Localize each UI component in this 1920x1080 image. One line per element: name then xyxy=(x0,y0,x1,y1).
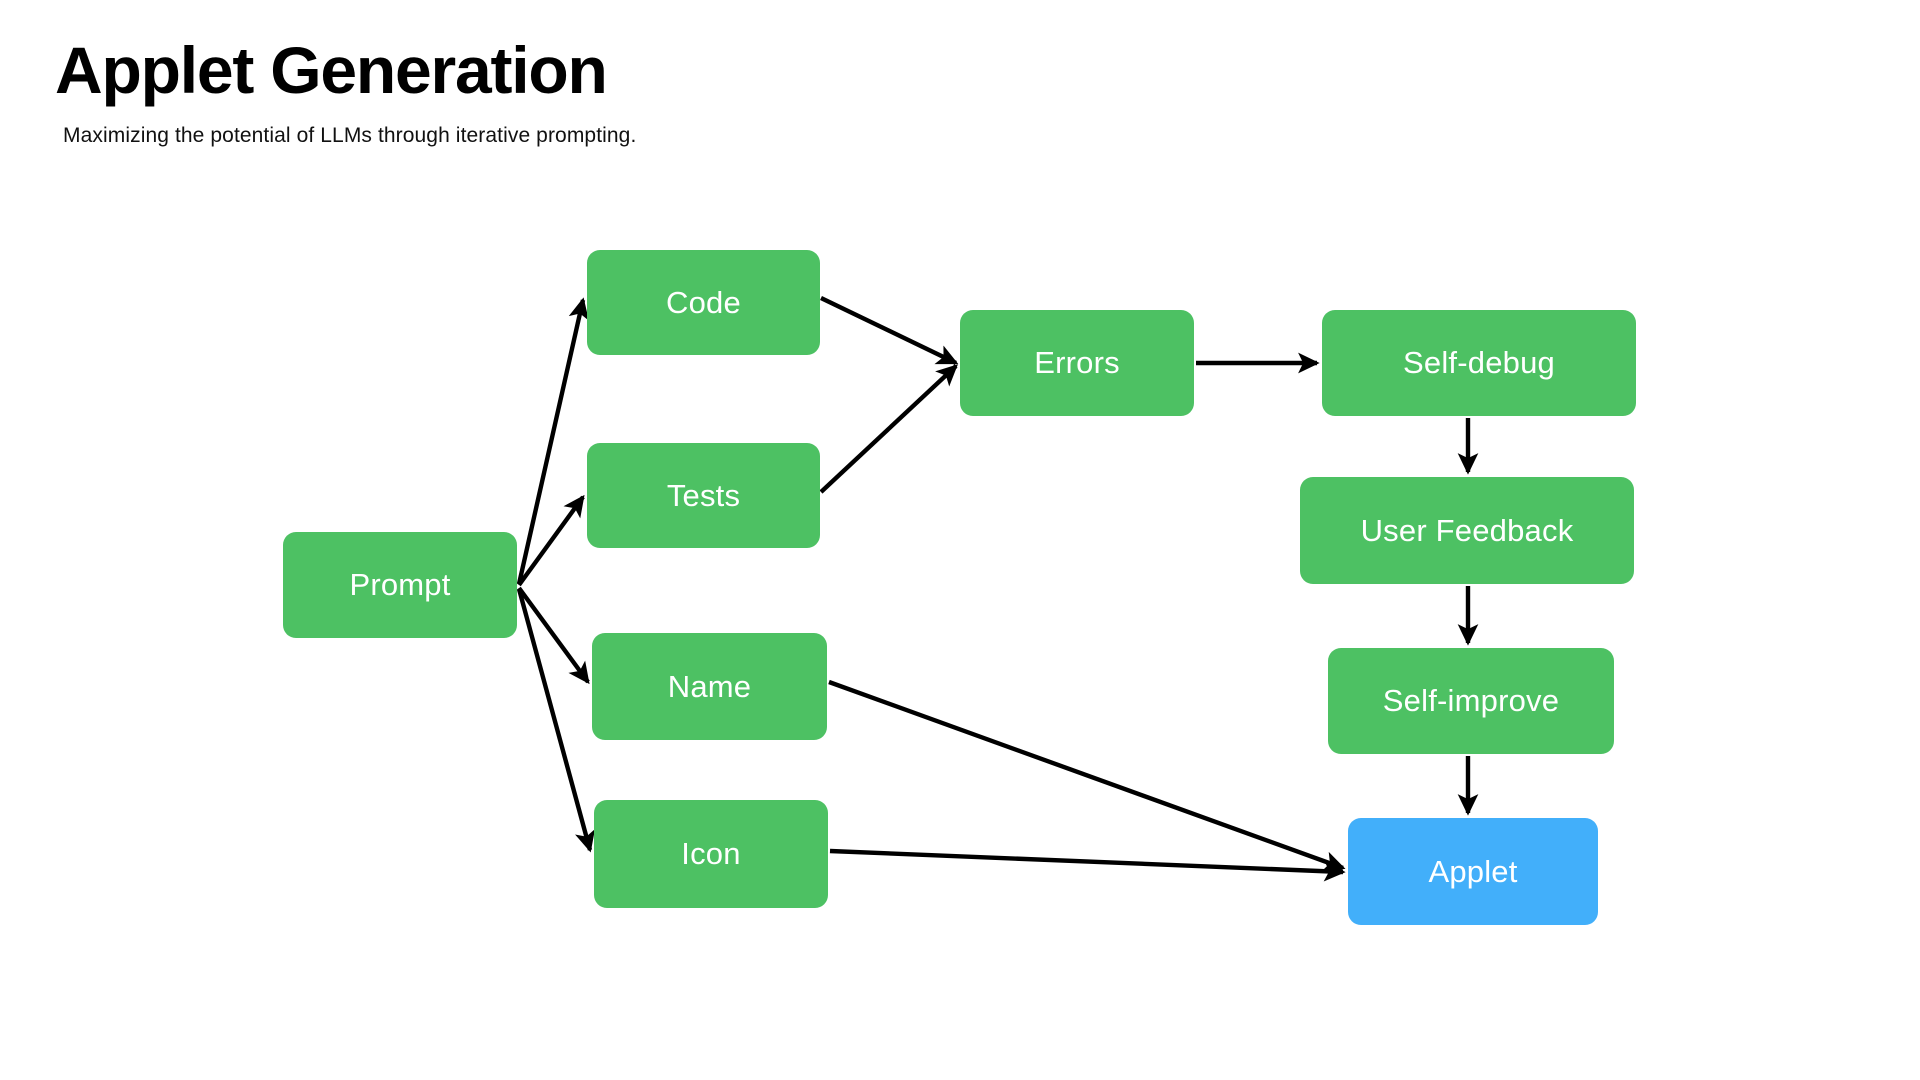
node-self-improve[interactable]: Self-improve xyxy=(1328,648,1614,754)
edge-prompt-code xyxy=(516,297,589,585)
edge-prompt-tests xyxy=(517,494,585,587)
node-label: Name xyxy=(667,668,752,704)
node-errors[interactable]: Errors xyxy=(960,310,1194,416)
node-label: Errors xyxy=(1034,345,1120,380)
node-name[interactable]: Name xyxy=(592,633,827,740)
edge-prompt-icon xyxy=(516,588,596,853)
node-label: Self-improve xyxy=(1382,683,1560,718)
node-self-debug[interactable]: Self-debug xyxy=(1322,310,1636,416)
page-subtitle: Maximizing the potential of LLMs through… xyxy=(63,123,637,147)
edge-prompt-name xyxy=(517,586,590,685)
edge-tests-errors xyxy=(819,364,958,494)
node-user-feedback[interactable]: User Feedback xyxy=(1300,477,1634,584)
edge-name-applet xyxy=(828,679,1346,872)
node-label: Applet xyxy=(1428,853,1518,889)
node-label: Prompt xyxy=(349,567,451,602)
node-code[interactable]: Code xyxy=(587,250,820,355)
page-title: Applet Generation xyxy=(55,33,608,107)
node-label: Code xyxy=(666,284,741,320)
edge-code-errors xyxy=(820,296,959,365)
node-label: User Feedback xyxy=(1360,512,1574,548)
node-tests[interactable]: Tests xyxy=(587,443,820,548)
node-label: Icon xyxy=(681,836,741,871)
node-applet[interactable]: Applet xyxy=(1348,818,1598,925)
node-label: Tests xyxy=(666,477,741,513)
node-icon[interactable]: Icon xyxy=(594,800,828,908)
node-prompt[interactable]: Prompt xyxy=(283,532,517,638)
edge-icon-applet xyxy=(829,848,1346,882)
node-label: Self-debug xyxy=(1403,345,1555,380)
page-header: Applet Generation Maximizing the potenti… xyxy=(55,33,1555,148)
